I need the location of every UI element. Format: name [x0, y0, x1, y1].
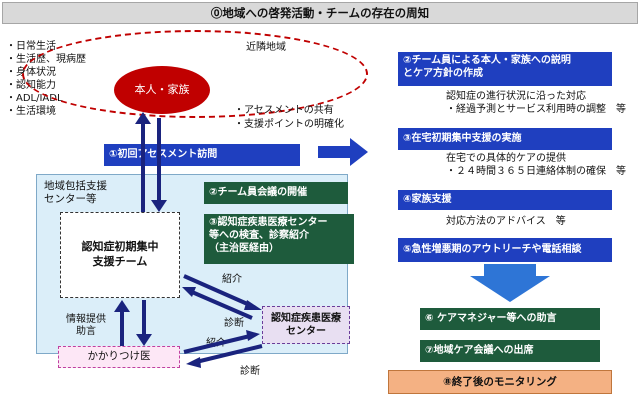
arrow-down-to-team	[151, 118, 167, 212]
center-panel-label: 地域包括支援 センター等	[44, 180, 107, 206]
diagnosis-label-upper: 診断	[224, 318, 244, 329]
referral-line: 等への検査、診察紹介	[209, 230, 309, 241]
med-center-line: 認知症疾患医療	[271, 313, 341, 324]
list-item: ・ADL/IADL	[6, 93, 63, 104]
right-step7-community-meeting: ⑦地域ケア会議への出席	[420, 340, 600, 362]
note-line: 認知症の進行状況に沿った対応	[446, 91, 586, 102]
arrow-down-right-column	[470, 264, 550, 302]
note-line: ・支援ポイントの明確化	[234, 119, 344, 130]
person-family-node: 本人・家族	[114, 66, 210, 114]
info-label-line: 情報提供	[66, 314, 106, 325]
med-center-line: センター	[286, 326, 326, 337]
right-step8-monitoring: ⑧終了後のモニタリング	[388, 370, 612, 394]
referral-label-upper: 紹介	[222, 274, 242, 285]
right-step4-notes: 対応方法のアドバイス 等	[446, 216, 566, 229]
info-advice-label: 情報提供 助言	[66, 314, 106, 338]
note-line: 在宅での具体的ケアの提供	[446, 153, 566, 164]
note-line: ・２４時間３６５日連絡体制の確保 等	[446, 166, 626, 177]
arrow-referral-lower	[183, 330, 260, 354]
arrow-team-to-doctor	[136, 300, 152, 346]
right-step2-notes: 認知症の進行状況に沿った対応 ・経過予測とサービス利用時の調整 等	[446, 90, 626, 116]
info-label-line: 助言	[76, 326, 96, 337]
arrow-to-right-steps	[318, 138, 368, 166]
dementia-support-team: 認知症初期集中 支援チーム	[60, 212, 180, 298]
step-line: ②チーム員による本人・家族への説明	[403, 55, 571, 66]
step3-referral: ③認知症疾患医療センター 等への検査、診察紹介 （主治医経由）	[204, 214, 354, 264]
page-title: ⓪地域への啓発活動・チームの存在の周知	[2, 2, 638, 24]
arrow-diagnosis-lower	[186, 344, 263, 368]
list-item: ・生活環境	[6, 106, 56, 117]
assessment-notes: ・アセスメントの共有 ・支援ポイントの明確化	[234, 104, 344, 132]
right-step4-family-support: ④家族支援	[398, 190, 612, 210]
neighborhood-ellipse	[22, 30, 368, 118]
right-step2-explanation: ②チーム員による本人・家族への説明 とケア方針の作成	[398, 52, 612, 86]
dementia-medical-center: 認知症疾患医療 センター	[262, 306, 350, 344]
panel-label-line: センター等	[44, 193, 97, 205]
arrow-diagnosis-upper	[182, 287, 253, 320]
step2-team-meeting: ②チーム員会議の開催	[204, 182, 348, 204]
neighborhood-label: 近隣地域	[246, 42, 286, 53]
right-step6-care-manager: ⑥ ケアマネジャー等への助言	[420, 308, 600, 330]
note-line: 対応方法のアドバイス 等	[446, 216, 566, 227]
referral-line: （主治医経由）	[209, 243, 279, 254]
panel-label-line: 地域包括支援	[44, 180, 107, 192]
note-line: ・経過予測とサービス利用時の調整 等	[446, 104, 626, 115]
family-doctor: かかりつけ医	[58, 346, 180, 368]
arrow-doctor-to-team	[114, 300, 130, 346]
step-line: とケア方針の作成	[403, 68, 483, 79]
list-item: ・日常生活	[6, 41, 56, 52]
right-step3-notes: 在宅での具体的ケアの提供 ・２４時間３６５日連絡体制の確保 等	[446, 152, 626, 178]
step1-initial-assessment: ①初回アセスメント訪問	[104, 144, 300, 166]
arrow-up-to-family	[135, 112, 151, 212]
diagnosis-label-lower: 診断	[240, 366, 260, 377]
arrow-referral-upper	[183, 274, 262, 310]
team-label-line: 認知症初期集中	[81, 240, 159, 254]
right-step5-outreach: ⑤急性増悪期のアウトリーチや電話相談	[398, 238, 612, 262]
referral-line: ③認知症疾患医療センター	[209, 217, 328, 228]
right-step3-home-support: ③在宅初期集中支援の実施	[398, 128, 612, 150]
team-label-line: 支援チーム	[92, 255, 148, 268]
note-line: ・アセスメントの共有	[234, 105, 334, 116]
